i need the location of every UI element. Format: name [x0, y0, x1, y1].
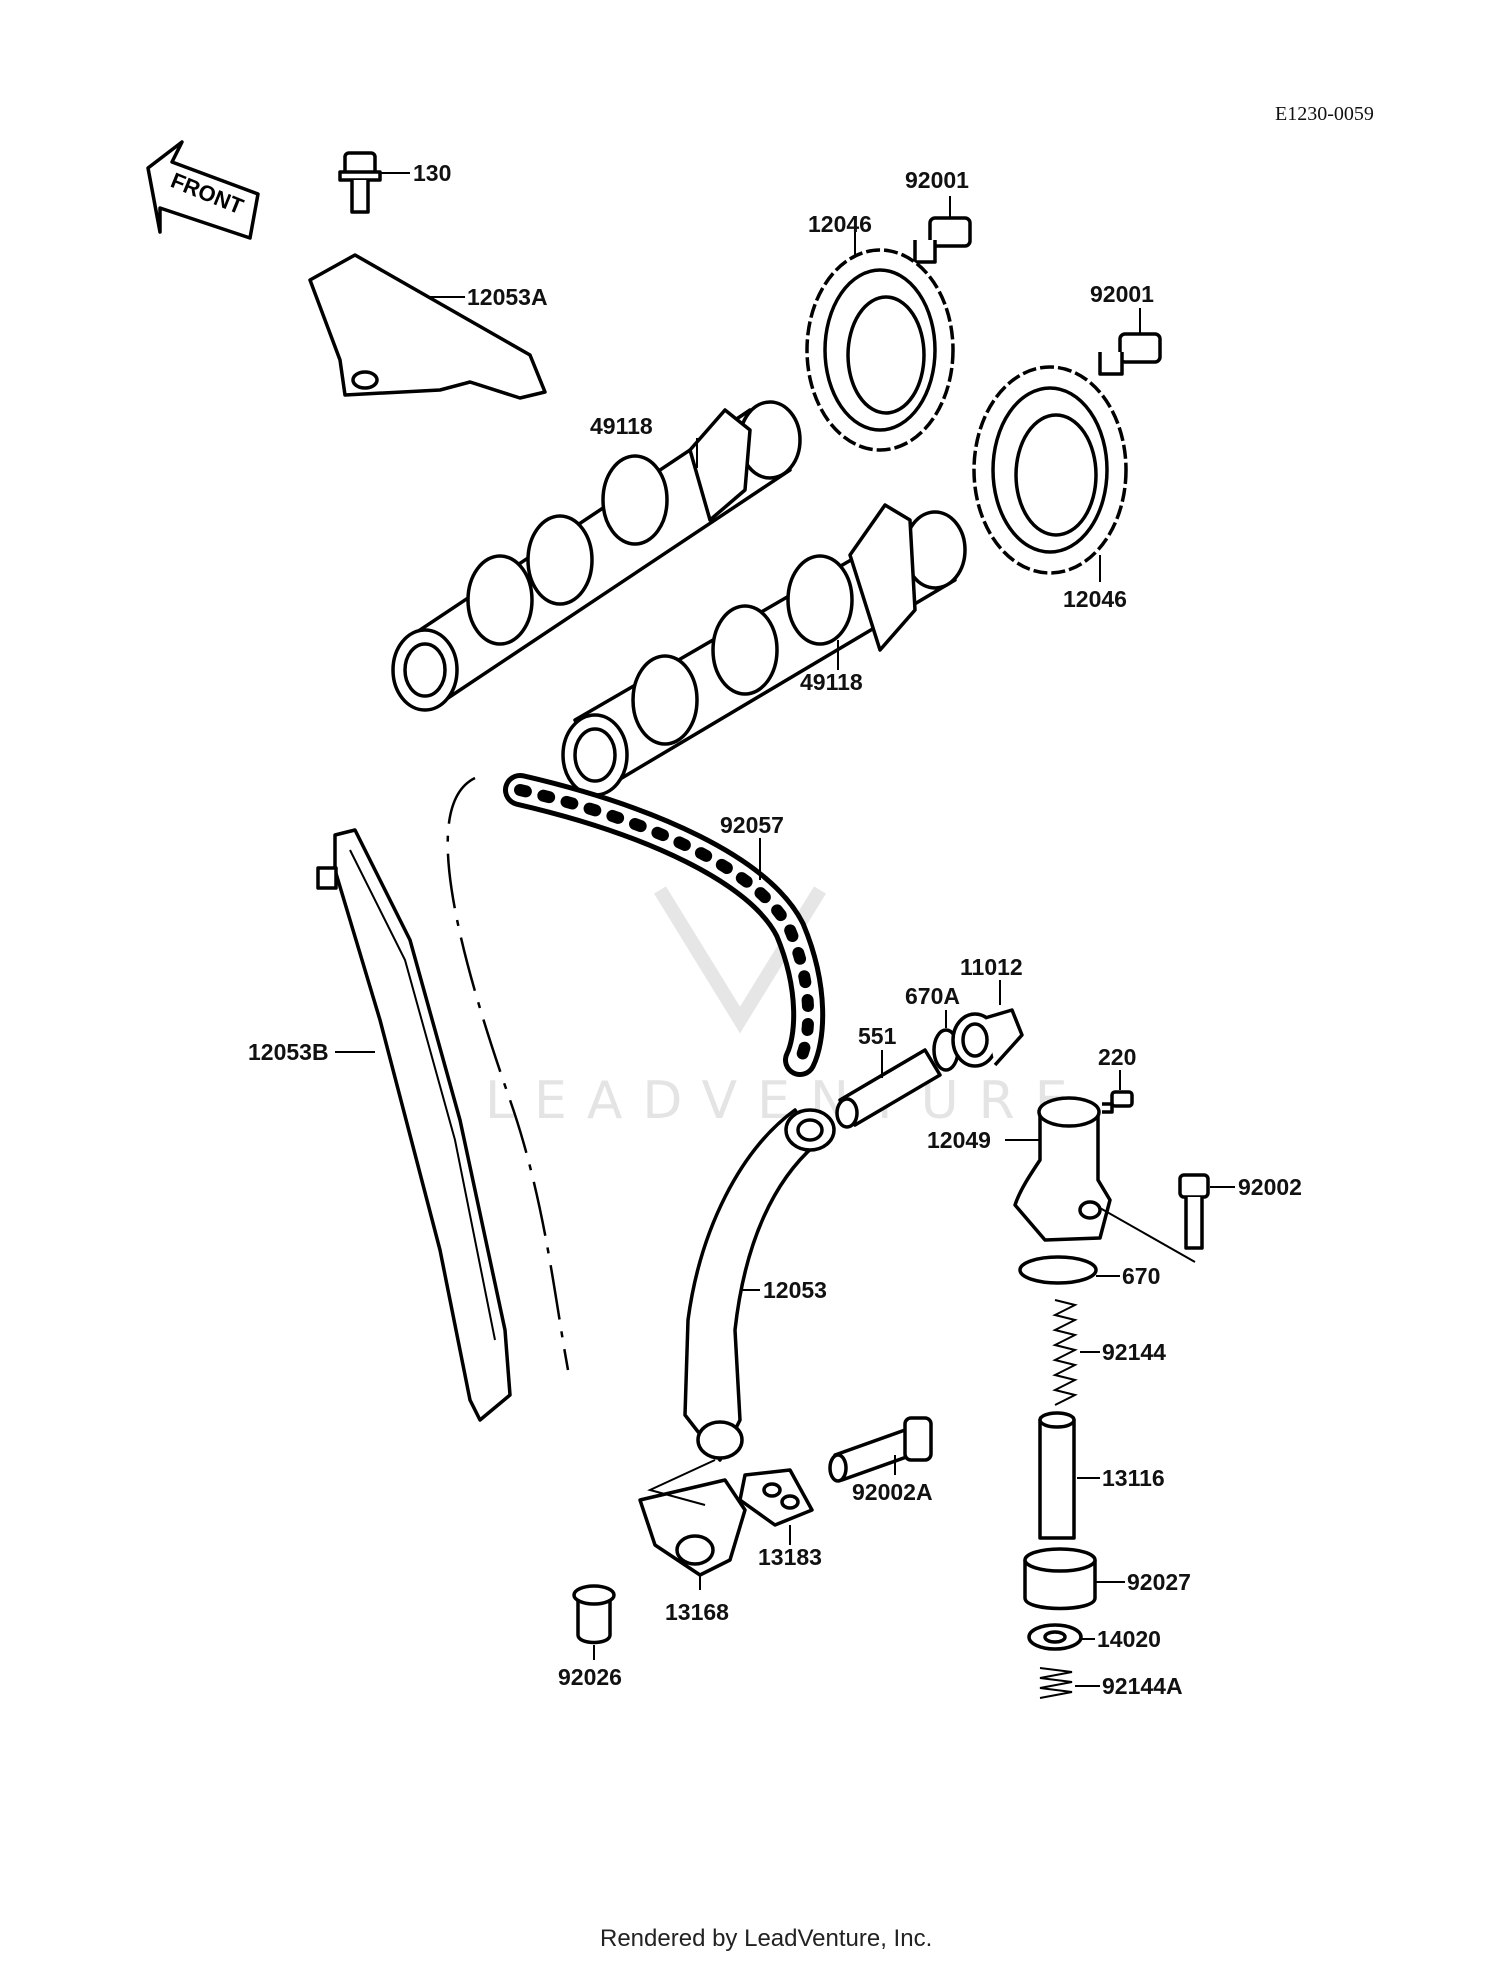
label-551: 551 — [858, 1023, 897, 1049]
label-12053A: 12053A — [467, 284, 548, 310]
label-12049: 12049 — [927, 1127, 991, 1153]
label-92002: 92002 — [1238, 1174, 1302, 1200]
label-49118-upper: 49118 — [590, 413, 653, 439]
label-92144: 92144 — [1102, 1339, 1166, 1365]
label-14020: 14020 — [1097, 1626, 1161, 1652]
sprocket-12046-lower: 12046 — [972, 365, 1128, 612]
spring-92144: 92144 — [1052, 1299, 1166, 1406]
label-670: 670 — [1122, 1263, 1160, 1289]
pin-551: 551 — [835, 1023, 942, 1129]
screw-220: 220 — [1098, 1044, 1136, 1114]
chain-guide-12053A: 12053A — [308, 253, 548, 400]
bolt-92002: 92002 — [1099, 1173, 1302, 1263]
footer-credit: Rendered by LeadVenture, Inc. — [600, 1925, 932, 1952]
tensioner-body-12049: 12049 — [927, 1096, 1112, 1242]
chain-guide-12053B: 12053B — [248, 828, 512, 1422]
cam-chain-92057: 92057 — [503, 773, 826, 1077]
label-130: 130 — [413, 160, 451, 186]
label-13116: 13116 — [1102, 1465, 1165, 1491]
label-92002A: 92002A — [852, 1479, 933, 1505]
label-12053: 12053 — [763, 1277, 827, 1303]
front-arrow-icon: FRONT — [146, 140, 260, 240]
label-13168: 13168 — [665, 1599, 729, 1625]
label-220: 220 — [1098, 1044, 1136, 1070]
bearing-14020: 14020 — [1027, 1623, 1161, 1652]
o-ring-670: 670 — [1018, 1255, 1160, 1289]
bracket-13168: 13168 — [638, 1459, 747, 1625]
camshaft-49118-upper: 49118 — [391, 400, 802, 712]
label-49118-lower: 49118 — [800, 669, 863, 695]
bolt-92001-lower: 92001 — [1090, 281, 1162, 376]
label-92026: 92026 — [558, 1664, 622, 1690]
cap-bolt-11012: 11012 — [951, 954, 1024, 1068]
chain-path-centerline — [446, 776, 570, 1371]
label-92144A: 92144A — [1102, 1673, 1183, 1699]
bolt-92002A: 92002A — [828, 1416, 933, 1505]
bushing-92026: 92026 — [558, 1584, 622, 1690]
label-92057: 92057 — [720, 812, 784, 838]
plate-13183: 13183 — [738, 1468, 822, 1570]
label-12046-upper: 12046 — [808, 211, 872, 237]
label-12046-lower: 12046 — [1063, 586, 1127, 612]
camshaft-49118-lower: 49118 — [561, 503, 967, 797]
bolt-130: 130 — [338, 151, 451, 214]
drawing-code: E1230-0059 — [1275, 103, 1374, 125]
label-12053B: 12053B — [248, 1039, 329, 1065]
sprocket-12046-upper: 12046 — [805, 211, 955, 452]
spring-92144A: 92144A — [1039, 1667, 1183, 1699]
bolt-92001-upper: 92001 — [905, 167, 972, 264]
svg-text:LEADVENTURE: LEADVENTURE — [485, 1071, 1088, 1131]
label-670A: 670A — [905, 983, 960, 1009]
label-92027: 92027 — [1127, 1569, 1191, 1595]
label-11012: 11012 — [960, 954, 1023, 980]
collar-92027: 92027 — [1023, 1547, 1191, 1611]
label-92001-upper: 92001 — [905, 167, 969, 193]
plunger-13116: 13116 — [1038, 1411, 1165, 1540]
label-92001-lower: 92001 — [1090, 281, 1154, 307]
tensioner-arm-12053: 12053 — [683, 1108, 836, 1462]
label-13183: 13183 — [758, 1544, 822, 1570]
